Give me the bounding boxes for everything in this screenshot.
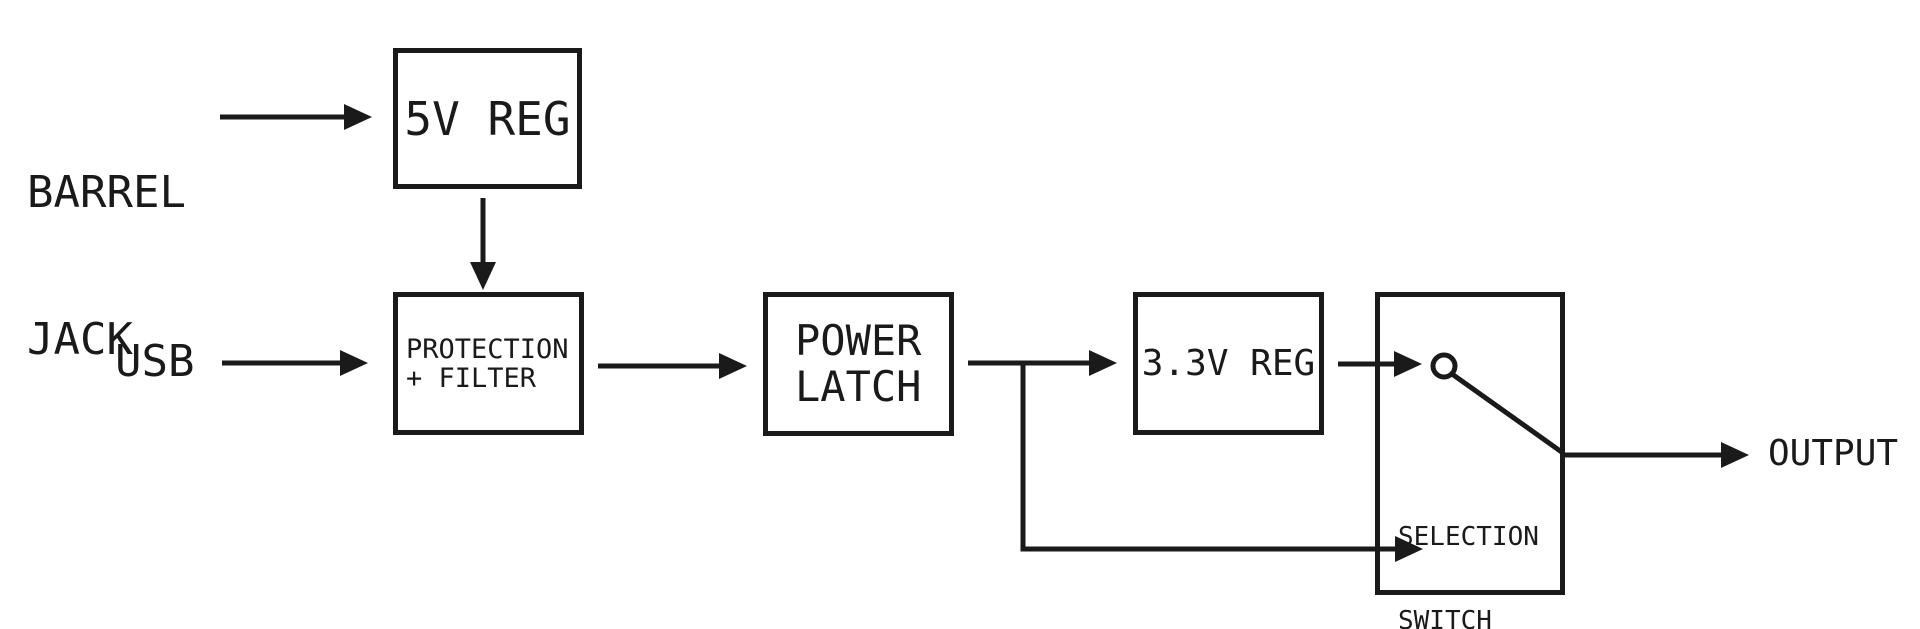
- block-protection-filter-line2: + FILTER: [406, 362, 537, 394]
- arrow-protection-to-power-latch: [598, 353, 747, 379]
- label-usb: USB: [115, 336, 195, 387]
- block-selection-switch-line1: SELECTION: [1398, 522, 1539, 552]
- arrow-5v-reg-to-protection: [470, 198, 496, 290]
- arrow-usb-to-protection: [222, 350, 368, 376]
- label-barrel-jack-line1: BARREL: [27, 167, 186, 218]
- block-power-latch: POWER LATCH: [763, 292, 954, 436]
- switch-lever-icon: [1450, 371, 1565, 456]
- arrow-power-latch-to-3v3-reg: [968, 350, 1117, 376]
- block-power-latch-line1: POWER: [795, 316, 922, 365]
- block-selection-switch: SELECTION SWITCH: [1375, 292, 1565, 629]
- block-selection-switch-caption: SELECTION SWITCH: [1398, 467, 1539, 629]
- block-power-latch-line2: LATCH: [795, 362, 922, 411]
- arrow-3v3-reg-to-switch: [1338, 351, 1422, 377]
- arrow-barrel-jack-to-5v-reg: [220, 104, 372, 130]
- block-selection-switch-line2: SWITCH: [1398, 606, 1492, 629]
- arrow-power-latch-branch-to-switch: [1020, 363, 1423, 562]
- label-barrel-jack-line2: JACK: [27, 314, 133, 365]
- switch-symbol-icon: [1430, 352, 1565, 456]
- block-3v3-reg-label: 3.3V REG: [1141, 343, 1316, 384]
- block-5v-reg: 5V REG: [393, 48, 582, 189]
- block-protection-filter-line1: PROTECTION: [406, 333, 569, 365]
- block-5v-reg-label: 5V REG: [404, 91, 571, 146]
- arrow-switch-to-output: [1564, 442, 1749, 468]
- block-3v3-reg: 3.3V REG: [1133, 292, 1324, 435]
- block-protection-filter: PROTECTION + FILTER: [393, 292, 584, 435]
- label-barrel-jack: BARREL JACK: [27, 70, 186, 462]
- label-output: OUTPUT: [1768, 433, 1899, 474]
- switch-pivot-icon: [1430, 352, 1458, 380]
